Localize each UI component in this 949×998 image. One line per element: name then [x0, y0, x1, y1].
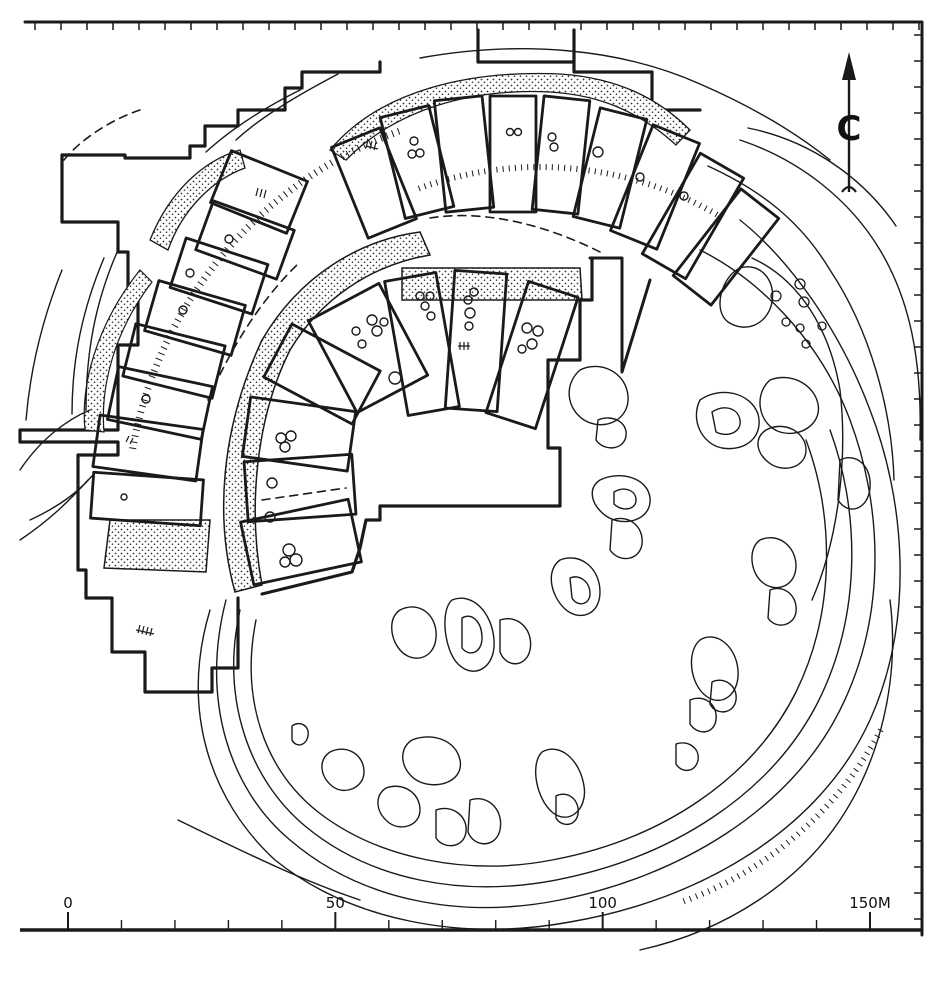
terrain-contours — [19, 48, 921, 951]
north-arrow-symbol: С — [837, 109, 862, 149]
stippled-embankments — [83, 72, 691, 593]
central-court — [260, 256, 652, 596]
dashed-passages — [63, 109, 601, 501]
pit-markers — [120, 127, 689, 568]
map-frame — [23, 20, 924, 937]
scale-bar-labels: 0 50 100 150M — [63, 894, 891, 912]
scarp-hatching — [129, 127, 884, 905]
scale-label: 150M — [849, 894, 891, 912]
scattered-pits-east — [770, 278, 827, 349]
depression-contours — [291, 266, 871, 847]
scale-label: 0 — [63, 894, 73, 912]
outer-cell-ring-north — [330, 94, 781, 307]
scale-label: 50 — [326, 894, 345, 912]
hatch-symbols — [125, 139, 470, 637]
scale-bar-ticks — [67, 912, 871, 930]
inner-cell-ring — [239, 268, 580, 587]
scale-bar: 0 50 100 150M — [20, 894, 922, 932]
north-arrow: С — [837, 52, 862, 193]
scale-label: 100 — [588, 894, 617, 912]
outer-cell-ring-west — [89, 149, 309, 528]
